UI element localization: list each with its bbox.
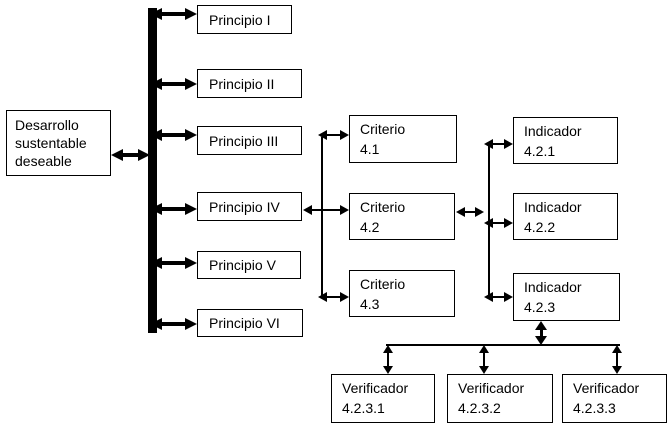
arrowhead-right-icon: [185, 203, 197, 215]
arrowhead-left-icon: [484, 139, 493, 149]
trunk-line: [148, 8, 157, 333]
node-code: 4.1: [360, 141, 380, 157]
arrowhead-left-icon: [303, 205, 312, 215]
node-verificador-4-2-3-2: Verificador 4.2.3.2: [447, 374, 553, 423]
arrow-indicador-4-2-3-verificador-branch: [535, 321, 547, 345]
node-title: Verificador: [342, 380, 409, 396]
node-principio-3: Principio III: [197, 126, 302, 155]
arrowhead-up-icon: [612, 345, 622, 353]
node-title: Indicador: [524, 199, 582, 215]
arrow-branch-criterio-4-1: [318, 130, 349, 140]
arrowhead-left-icon: [150, 78, 162, 90]
arrowhead-up-icon: [479, 345, 489, 353]
arrowhead-right-icon: [138, 149, 150, 161]
arrowhead-right-icon: [185, 8, 197, 20]
arrowhead-up-icon: [383, 345, 393, 353]
node-title: Indicador: [524, 279, 582, 295]
arrow-trunk-principio-1: [150, 8, 197, 20]
arrowhead-left-icon: [456, 207, 465, 217]
arrow-trunk-principio-5: [150, 257, 197, 269]
arrow-criterio-4-2-indicador-branch: [456, 207, 484, 217]
node-indicador-4-2-2: Indicador 4.2.2: [513, 193, 618, 240]
node-label: Principio I: [209, 11, 271, 28]
node-code: 4.2.3.1: [342, 400, 385, 416]
arrowhead-left-icon: [484, 292, 493, 302]
node-indicador-4-2-3: Indicador 4.2.3: [513, 273, 620, 321]
arrowhead-right-icon: [475, 207, 484, 217]
arrow-principio-4-criterio-4-2: [303, 205, 349, 215]
arrow-branch-verificador-4-2-3-2: [479, 345, 489, 374]
node-principio-5: Principio V: [197, 251, 301, 279]
node-label: Principio IV: [209, 198, 280, 215]
arrowhead-left-icon: [111, 149, 123, 161]
node-criterio-4-1: Criterio 4.1: [349, 115, 457, 163]
arrowhead-left-icon: [318, 130, 327, 140]
node-verificador-4-2-3-1: Verificador 4.2.3.1: [331, 374, 435, 423]
node-code: 4.2.3.3: [573, 400, 616, 416]
node-principio-2: Principio II: [197, 69, 302, 98]
arrowhead-down-icon: [479, 366, 489, 374]
arrowhead-right-icon: [340, 205, 349, 215]
arrowhead-up-icon: [535, 321, 547, 330]
arrow-branch-indicador-4-2-3: [484, 292, 513, 302]
node-desarrollo-sustentable: Desarrollo sustentable deseable: [6, 110, 111, 176]
node-code: 4.2.3.2: [458, 400, 501, 416]
node-title: Verificador: [573, 380, 640, 396]
arrowhead-right-icon: [185, 257, 197, 269]
arrowhead-right-icon: [185, 318, 197, 330]
arrowhead-left-icon: [318, 292, 327, 302]
node-label: Principio II: [209, 75, 275, 92]
arrowhead-left-icon: [150, 8, 162, 20]
node-label: Principio VI: [209, 315, 280, 331]
arrow-root-trunk: [111, 149, 150, 161]
node-title: Criterio: [360, 276, 406, 292]
node-criterio-4-2: Criterio 4.2: [349, 193, 455, 240]
arrowhead-right-icon: [504, 292, 513, 302]
node-code: 4.2.1: [524, 143, 556, 159]
arrowhead-right-icon: [504, 218, 513, 228]
arrowhead-left-icon: [484, 218, 493, 228]
arrow-branch-verificador-4-2-3-3: [612, 345, 622, 374]
node-principio-1: Principio I: [197, 5, 292, 34]
node-label: Principio V: [209, 257, 276, 273]
arrow-branch-indicador-4-2-2: [484, 218, 513, 228]
arrow-branch-indicador-4-2-1: [484, 139, 513, 149]
node-code: 4.2: [360, 219, 380, 235]
arrow-branch-verificador-4-2-3-1: [383, 345, 393, 374]
arrowhead-left-icon: [150, 318, 162, 330]
arrow-trunk-principio-3: [150, 129, 197, 141]
node-code: 4.2.2: [524, 219, 556, 235]
arrowhead-right-icon: [340, 130, 349, 140]
arrowhead-right-icon: [340, 292, 349, 302]
node-verificador-4-2-3-3: Verificador 4.2.3.3: [562, 374, 667, 423]
arrowhead-left-icon: [150, 257, 162, 269]
arrow-trunk-principio-4: [150, 203, 197, 215]
arrowhead-right-icon: [504, 139, 513, 149]
verificador-branch-line: [386, 344, 620, 346]
arrowhead-left-icon: [150, 129, 162, 141]
arrowhead-left-icon: [150, 203, 162, 215]
node-title: Indicador: [524, 123, 582, 139]
arrowhead-right-icon: [185, 78, 197, 90]
node-criterio-4-3: Criterio 4.3: [349, 270, 455, 317]
arrow-trunk-principio-6: [150, 318, 197, 330]
node-title: Criterio: [360, 199, 406, 215]
node-code: 4.3: [360, 296, 380, 312]
node-title: Criterio: [360, 121, 406, 137]
node-label: Desarrollo sustentable deseable: [15, 117, 87, 169]
criterio-branch-line: [321, 137, 323, 297]
arrow-branch-criterio-4-3: [318, 292, 349, 302]
node-title: Verificador: [458, 380, 525, 396]
node-label: Principio III: [209, 132, 279, 149]
node-principio-4: Principio IV: [197, 192, 302, 221]
node-code: 4.2.3: [524, 299, 556, 315]
node-principio-6: Principio VI: [197, 309, 303, 337]
arrowhead-down-icon: [535, 336, 547, 345]
node-indicador-4-2-1: Indicador 4.2.1: [513, 117, 618, 164]
arrow-trunk-principio-2: [150, 78, 197, 90]
arrowhead-down-icon: [383, 366, 393, 374]
arrowhead-down-icon: [612, 366, 622, 374]
arrowhead-right-icon: [185, 129, 197, 141]
